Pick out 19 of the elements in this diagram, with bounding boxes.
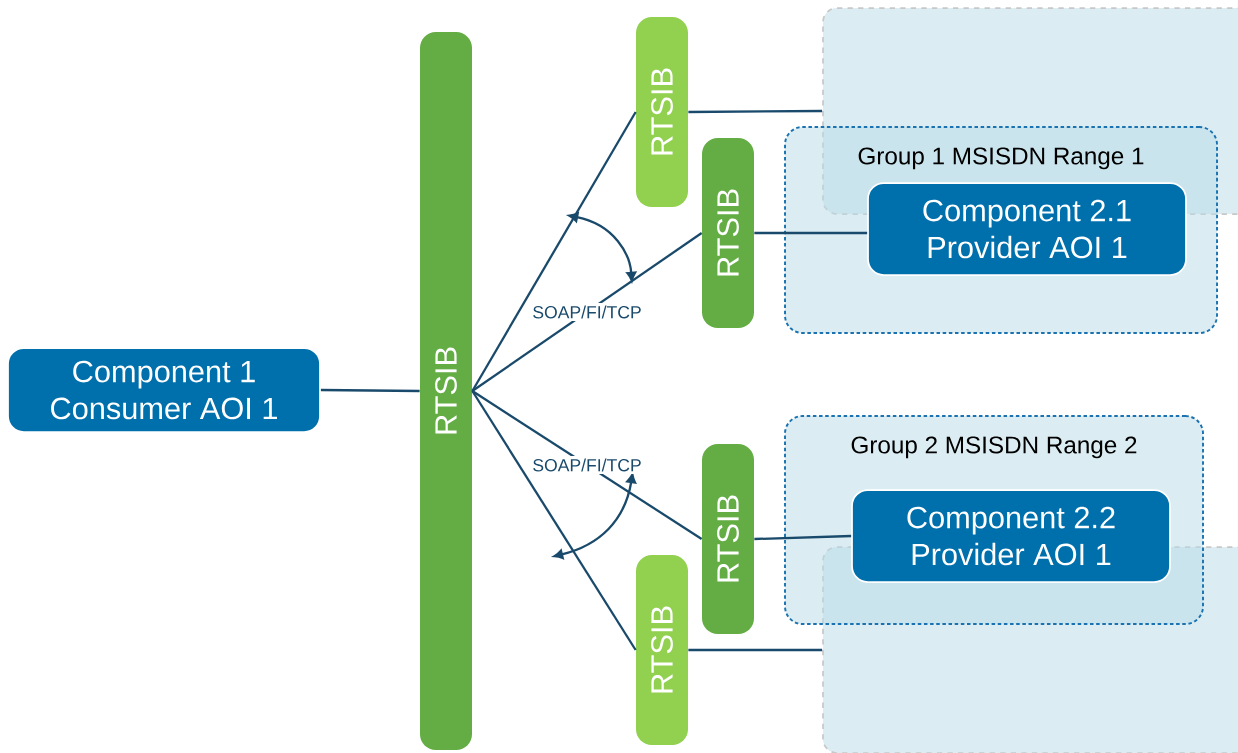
connector-line	[754, 534, 852, 541]
connector-line	[754, 231, 868, 235]
connector-line	[471, 390, 703, 540]
rtsib-box: RTSIB	[636, 17, 688, 207]
connector-line	[471, 232, 703, 392]
connector-line	[320, 388, 420, 393]
component-box: Component 2.1 Provider AOI 1	[867, 182, 1187, 276]
rtsib-box: RTSIB	[702, 444, 754, 634]
edge-label: SOAP/FI/TCP	[529, 455, 645, 475]
rtsib-box: RTSIB	[636, 555, 688, 745]
rtsib-box: RTSIB	[702, 138, 754, 328]
component-box: Component 2.2 Provider AOI 1	[851, 489, 1171, 583]
rtsib-box: RTSIB	[420, 32, 472, 750]
connector-line	[471, 390, 637, 651]
component-box: Component 1 Consumer AOI 1	[7, 347, 321, 433]
connector-line	[688, 109, 823, 114]
connector-line	[471, 111, 637, 392]
edge-label: SOAP/FI/TCP	[529, 302, 645, 322]
connector-line	[688, 648, 823, 652]
